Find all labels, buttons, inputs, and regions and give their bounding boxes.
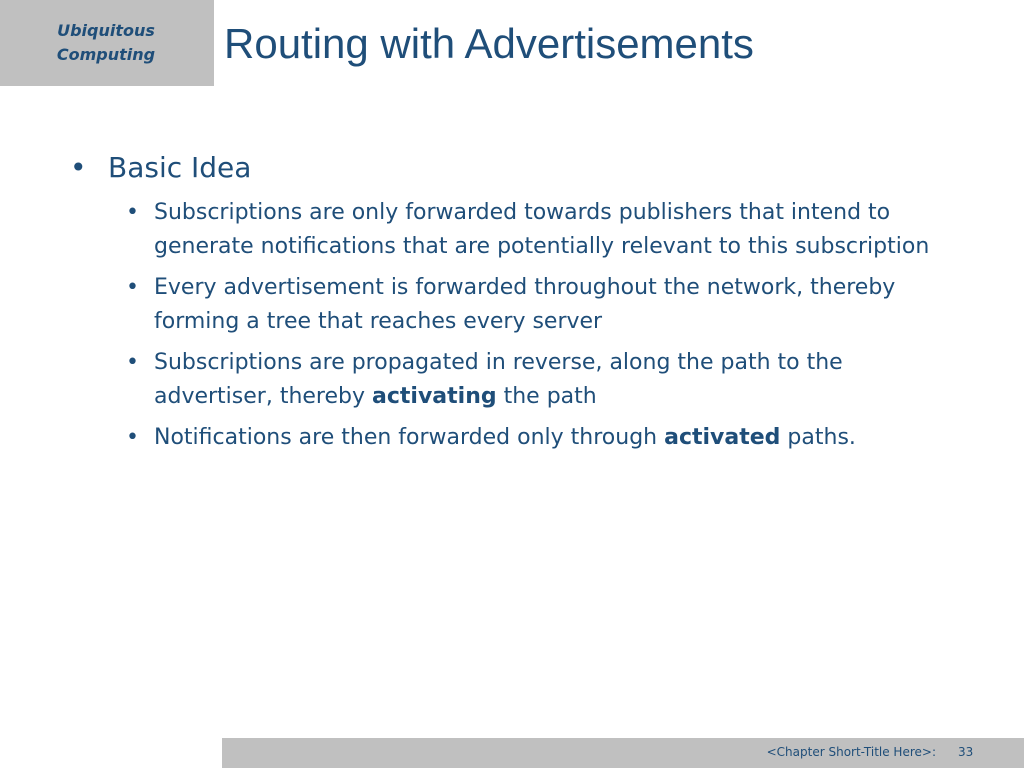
sub-bullet-1: • Subscriptions are only forwarded towar…: [70, 196, 950, 264]
bullet-basic-idea: • Basic Idea: [70, 148, 950, 188]
text-run: the path: [496, 384, 597, 409]
page-number: 33: [958, 745, 974, 759]
slide-body: • Basic Idea • Subscriptions are only fo…: [70, 148, 950, 462]
text-run: paths.: [780, 425, 856, 450]
slide-title: Routing with Advertisements: [224, 20, 754, 67]
course-label-box: Ubiquitous Computing: [0, 0, 214, 86]
emphasis-text: activating: [372, 384, 497, 409]
footer-bar: <Chapter Short-Title Here>: 33: [222, 738, 1024, 768]
text-run: Subscriptions are propagated in reverse,…: [154, 350, 843, 409]
sub-bullet-list: • Subscriptions are only forwarded towar…: [70, 196, 950, 455]
sub-bullet-text: Notifications are then forwarded only th…: [154, 425, 856, 450]
bullet-dot-icon: •: [126, 425, 139, 450]
course-label-line1: Ubiquitous: [57, 21, 155, 40]
course-label-line2: Computing: [56, 45, 156, 64]
text-run: Notifications are then forwarded only th…: [154, 425, 665, 450]
sub-bullet-2: • Every advertisement is forwarded throu…: [70, 271, 950, 339]
bullet-topic-text: Basic Idea: [108, 151, 252, 184]
sub-bullet-4: • Notifications are then forwarded only …: [70, 421, 950, 455]
sub-bullet-3: • Subscriptions are propagated in revers…: [70, 346, 950, 414]
sub-bullet-text: Every advertisement is forwarded through…: [154, 275, 896, 334]
footer-chapter-title: <Chapter Short-Title Here>:: [766, 745, 936, 759]
bullet-dot-icon: •: [126, 350, 139, 375]
emphasis-text: activated: [664, 425, 781, 450]
bullet-dot-icon: •: [126, 275, 139, 300]
bullet-dot-icon: •: [126, 200, 139, 225]
bullet-dot-icon: •: [70, 151, 87, 184]
sub-bullet-text: Subscriptions are only forwarded towards…: [154, 200, 930, 259]
sub-bullet-text: Subscriptions are propagated in reverse,…: [154, 350, 843, 409]
